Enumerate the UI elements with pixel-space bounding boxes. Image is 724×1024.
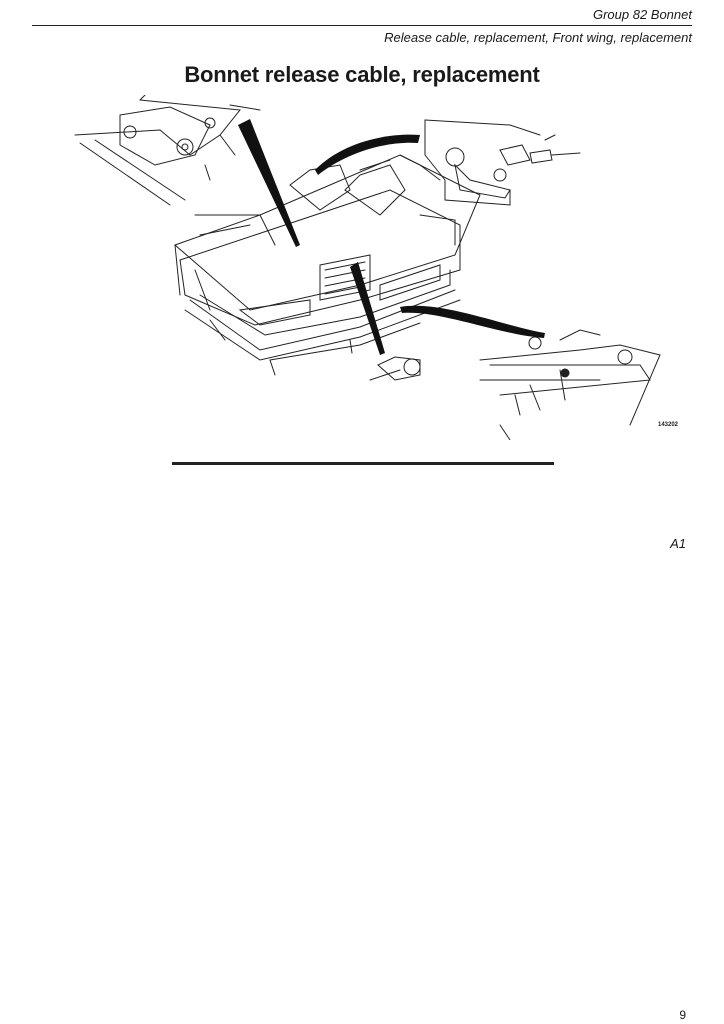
detail-release-handle xyxy=(424,119,581,206)
section-reference: A1 xyxy=(670,536,686,551)
detail-lock-left xyxy=(74,95,261,206)
detail-clip xyxy=(369,356,421,381)
header-rule xyxy=(32,25,692,26)
detail-catch-right xyxy=(479,329,661,440)
figure-number: 143202 xyxy=(658,422,679,428)
running-header-group: Group 82 Bonnet xyxy=(592,7,692,22)
section-separator xyxy=(172,462,554,465)
running-header-subtitle: Release cable, replacement, Front wing, … xyxy=(384,30,692,45)
leader-arrows xyxy=(238,119,545,355)
illustration-bonnet-release-cable xyxy=(74,95,661,440)
car-front-drawing xyxy=(174,154,481,376)
page-number: 9 xyxy=(679,1008,686,1022)
page-title: Bonnet release cable, replacement xyxy=(184,62,540,87)
